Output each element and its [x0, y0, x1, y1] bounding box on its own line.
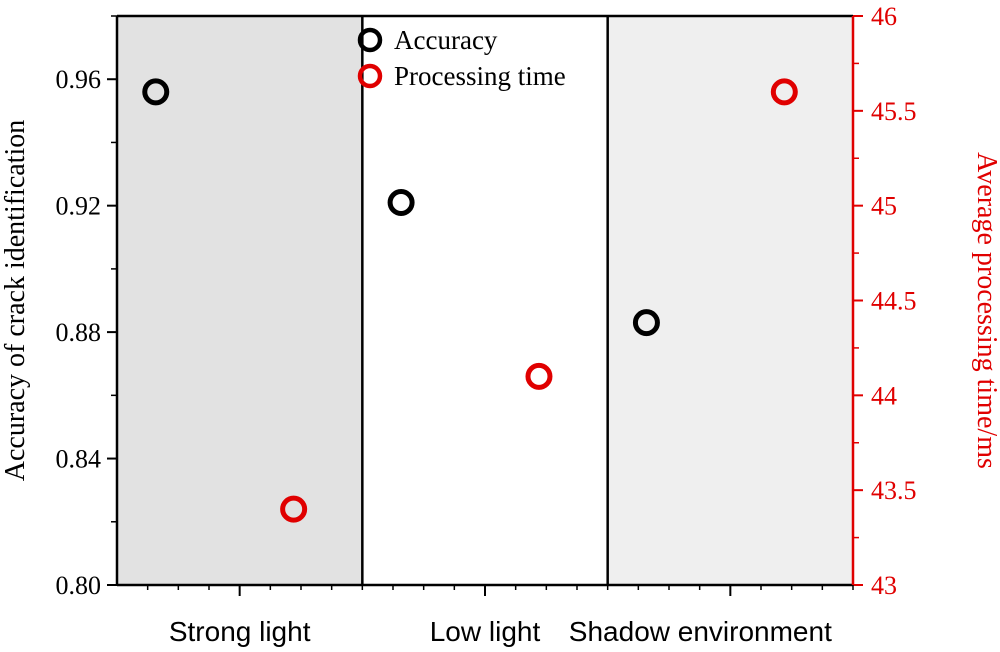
- x-category-label: Strong light: [169, 616, 311, 647]
- processing-time-point: [280, 495, 308, 523]
- right-tick-label: 43: [871, 571, 897, 600]
- x-category-label: Shadow environment: [569, 616, 832, 647]
- region-3: [607, 16, 853, 585]
- x-category-label: Low light: [430, 616, 541, 647]
- accuracy-point: [142, 78, 170, 106]
- left-tick-label: 0.88: [56, 318, 102, 347]
- left-tick-label: 0.96: [56, 65, 102, 94]
- background-regions: [117, 16, 853, 585]
- processing-time-point: [525, 362, 553, 390]
- right-tick-label: 45: [871, 192, 897, 221]
- accuracy-point: [632, 309, 660, 337]
- legend-label-2: Processing time: [394, 61, 566, 91]
- right-tick-label: 44.5: [871, 287, 917, 316]
- region-1: [117, 16, 363, 585]
- legend-marker-1: [357, 27, 383, 53]
- processing-time-point: [770, 78, 798, 106]
- left-tick-label: 0.92: [56, 192, 102, 221]
- right-tick-label: 44: [871, 381, 897, 410]
- right-tick-label: 45.5: [871, 97, 917, 126]
- accuracy-point: [387, 189, 415, 217]
- right-tick-label: 43.5: [871, 476, 917, 505]
- region-2: [362, 16, 608, 585]
- left-axis-title: Accuracy of crack identification: [0, 120, 31, 481]
- left-tick-label: 0.84: [56, 445, 102, 474]
- right-axis-title: Average processing time/ms: [971, 152, 1000, 469]
- legend-label-1: Accuracy: [394, 25, 498, 55]
- right-tick-label: 46: [871, 2, 897, 31]
- data-points: [142, 78, 798, 523]
- left-tick-label: 0.80: [56, 571, 102, 600]
- legend-marker-2: [357, 63, 383, 89]
